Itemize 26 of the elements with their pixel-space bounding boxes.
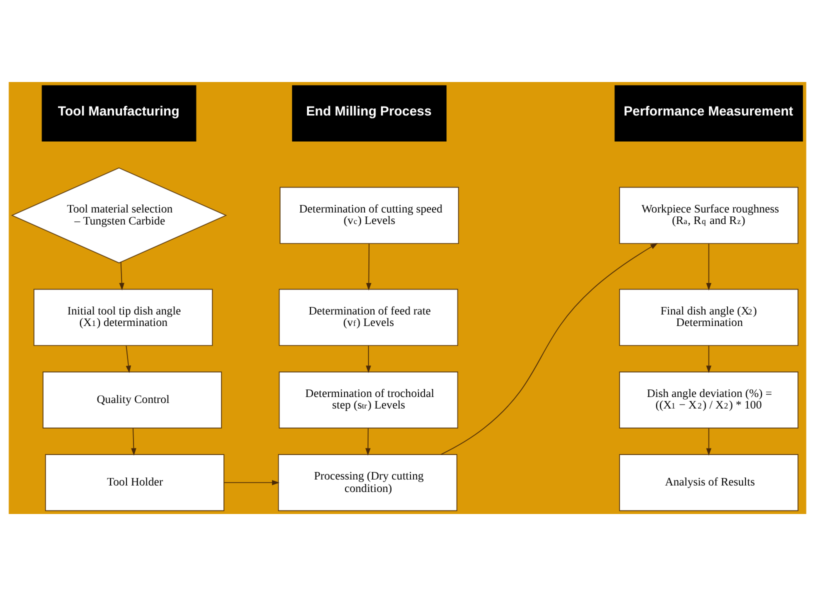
arrow (224, 480, 280, 485)
node-box: Quality Control (42, 371, 222, 428)
arrow (131, 427, 136, 456)
label: Performance Measurement (624, 103, 794, 118)
node-box: Dish angle deviation (%) = ((X1 − X2) / X2) * 100 (619, 371, 798, 428)
node-box: Final dish angle (X2) Determination (619, 288, 798, 346)
arrow (366, 344, 372, 373)
node-box: Processing (Dry cutting condition) (278, 454, 458, 511)
arrow (119, 261, 124, 290)
arrow (440, 242, 658, 454)
node-box: Determination of trochoidal step (str) Levels (278, 371, 458, 428)
label: End Milling Process (306, 103, 432, 118)
node-box: Tool Holder (45, 454, 224, 511)
node-box: Workpiece Surface roughness (Ra, Rq and Rz) (619, 186, 798, 244)
arrow (126, 344, 132, 373)
label: Tool Manufacturing (58, 103, 180, 118)
arrow (706, 427, 712, 456)
arrow (706, 242, 712, 290)
arrow (366, 242, 372, 290)
arrow (706, 344, 712, 373)
node-box: Determination of cutting speed (vc) Levels (280, 186, 459, 244)
node-box: Determination of feed rate (vf) Levels (278, 288, 458, 346)
node-box: Initial tool tip dish angle (X1) determination (34, 288, 213, 346)
node-box: Analysis of Results (619, 454, 798, 511)
arrow (365, 427, 371, 456)
node-diamond: Tool material selection – Tungsten Carbide (11, 166, 227, 263)
